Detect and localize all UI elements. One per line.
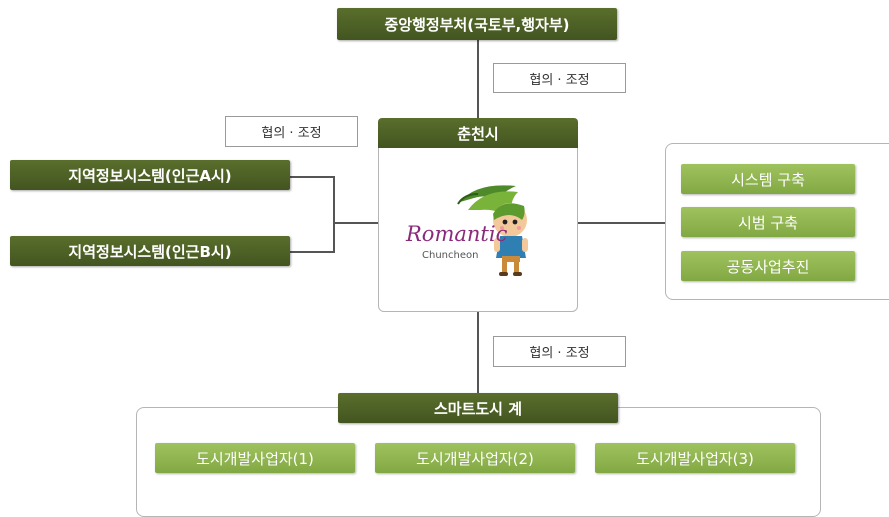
connector-bottom (477, 312, 479, 398)
regional-system-b: 지역정보시스템(인근B시) (10, 236, 290, 266)
connector-left (333, 222, 379, 224)
coordination-note-left: 협의 · 조정 (225, 116, 358, 147)
right-item-joint-project-label: 공동사업추진 (726, 257, 810, 276)
logo-main-text: Romantic (406, 222, 508, 246)
connector-bracket-top (290, 176, 335, 178)
right-item-system-build: 시스템 구축 (681, 164, 855, 194)
right-item-pilot-build: 시범 구축 (681, 207, 855, 237)
developer-1: 도시개발사업자(1) (155, 443, 355, 473)
smart-city-title: 스마트도시 계 (433, 399, 523, 418)
regional-system-a: 지역정보시스템(인근A시) (10, 160, 290, 190)
coordination-note-top: 협의 · 조정 (493, 63, 626, 93)
connector-top (477, 38, 479, 118)
connector-bracket-vertical (333, 176, 335, 253)
regional-system-b-label: 지역정보시스템(인근B시) (68, 242, 232, 261)
connector-bracket-bottom (290, 251, 335, 253)
right-item-pilot-build-label: 시범 구축 (738, 213, 798, 232)
coordination-note-top-label: 협의 · 조정 (529, 72, 590, 88)
developer-3-label: 도시개발사업자(3) (636, 449, 754, 468)
developer-1-label: 도시개발사업자(1) (196, 449, 314, 468)
city-panel (378, 118, 578, 312)
developer-2: 도시개발사업자(2) (375, 443, 575, 473)
logo-sub-text: Chuncheon (422, 250, 479, 261)
coordination-note-bottom: 협의 · 조정 (493, 336, 626, 367)
city-title-bar: 춘천시 (378, 118, 578, 148)
ministry-label: 중앙행정부처(국토부,행자부) (384, 15, 570, 34)
connector-right (577, 222, 666, 224)
right-item-joint-project: 공동사업추진 (681, 251, 855, 281)
coordination-note-left-label: 협의 · 조정 (261, 126, 322, 141)
right-item-system-build-label: 시스템 구축 (731, 170, 805, 189)
mascot-icon (457, 185, 528, 276)
developer-2-label: 도시개발사업자(2) (416, 449, 534, 468)
ministry-box: 중앙행정부처(국토부,행자부) (337, 8, 617, 40)
city-title: 춘천시 (457, 124, 499, 143)
coordination-note-bottom-label: 협의 · 조정 (529, 346, 590, 361)
regional-system-a-label: 지역정보시스템(인근A시) (68, 166, 232, 185)
romantic-chuncheon-logo: Romantic Chuncheon (398, 180, 558, 280)
developer-3: 도시개발사업자(3) (595, 443, 795, 473)
smart-city-title-box: 스마트도시 계 (338, 393, 618, 423)
